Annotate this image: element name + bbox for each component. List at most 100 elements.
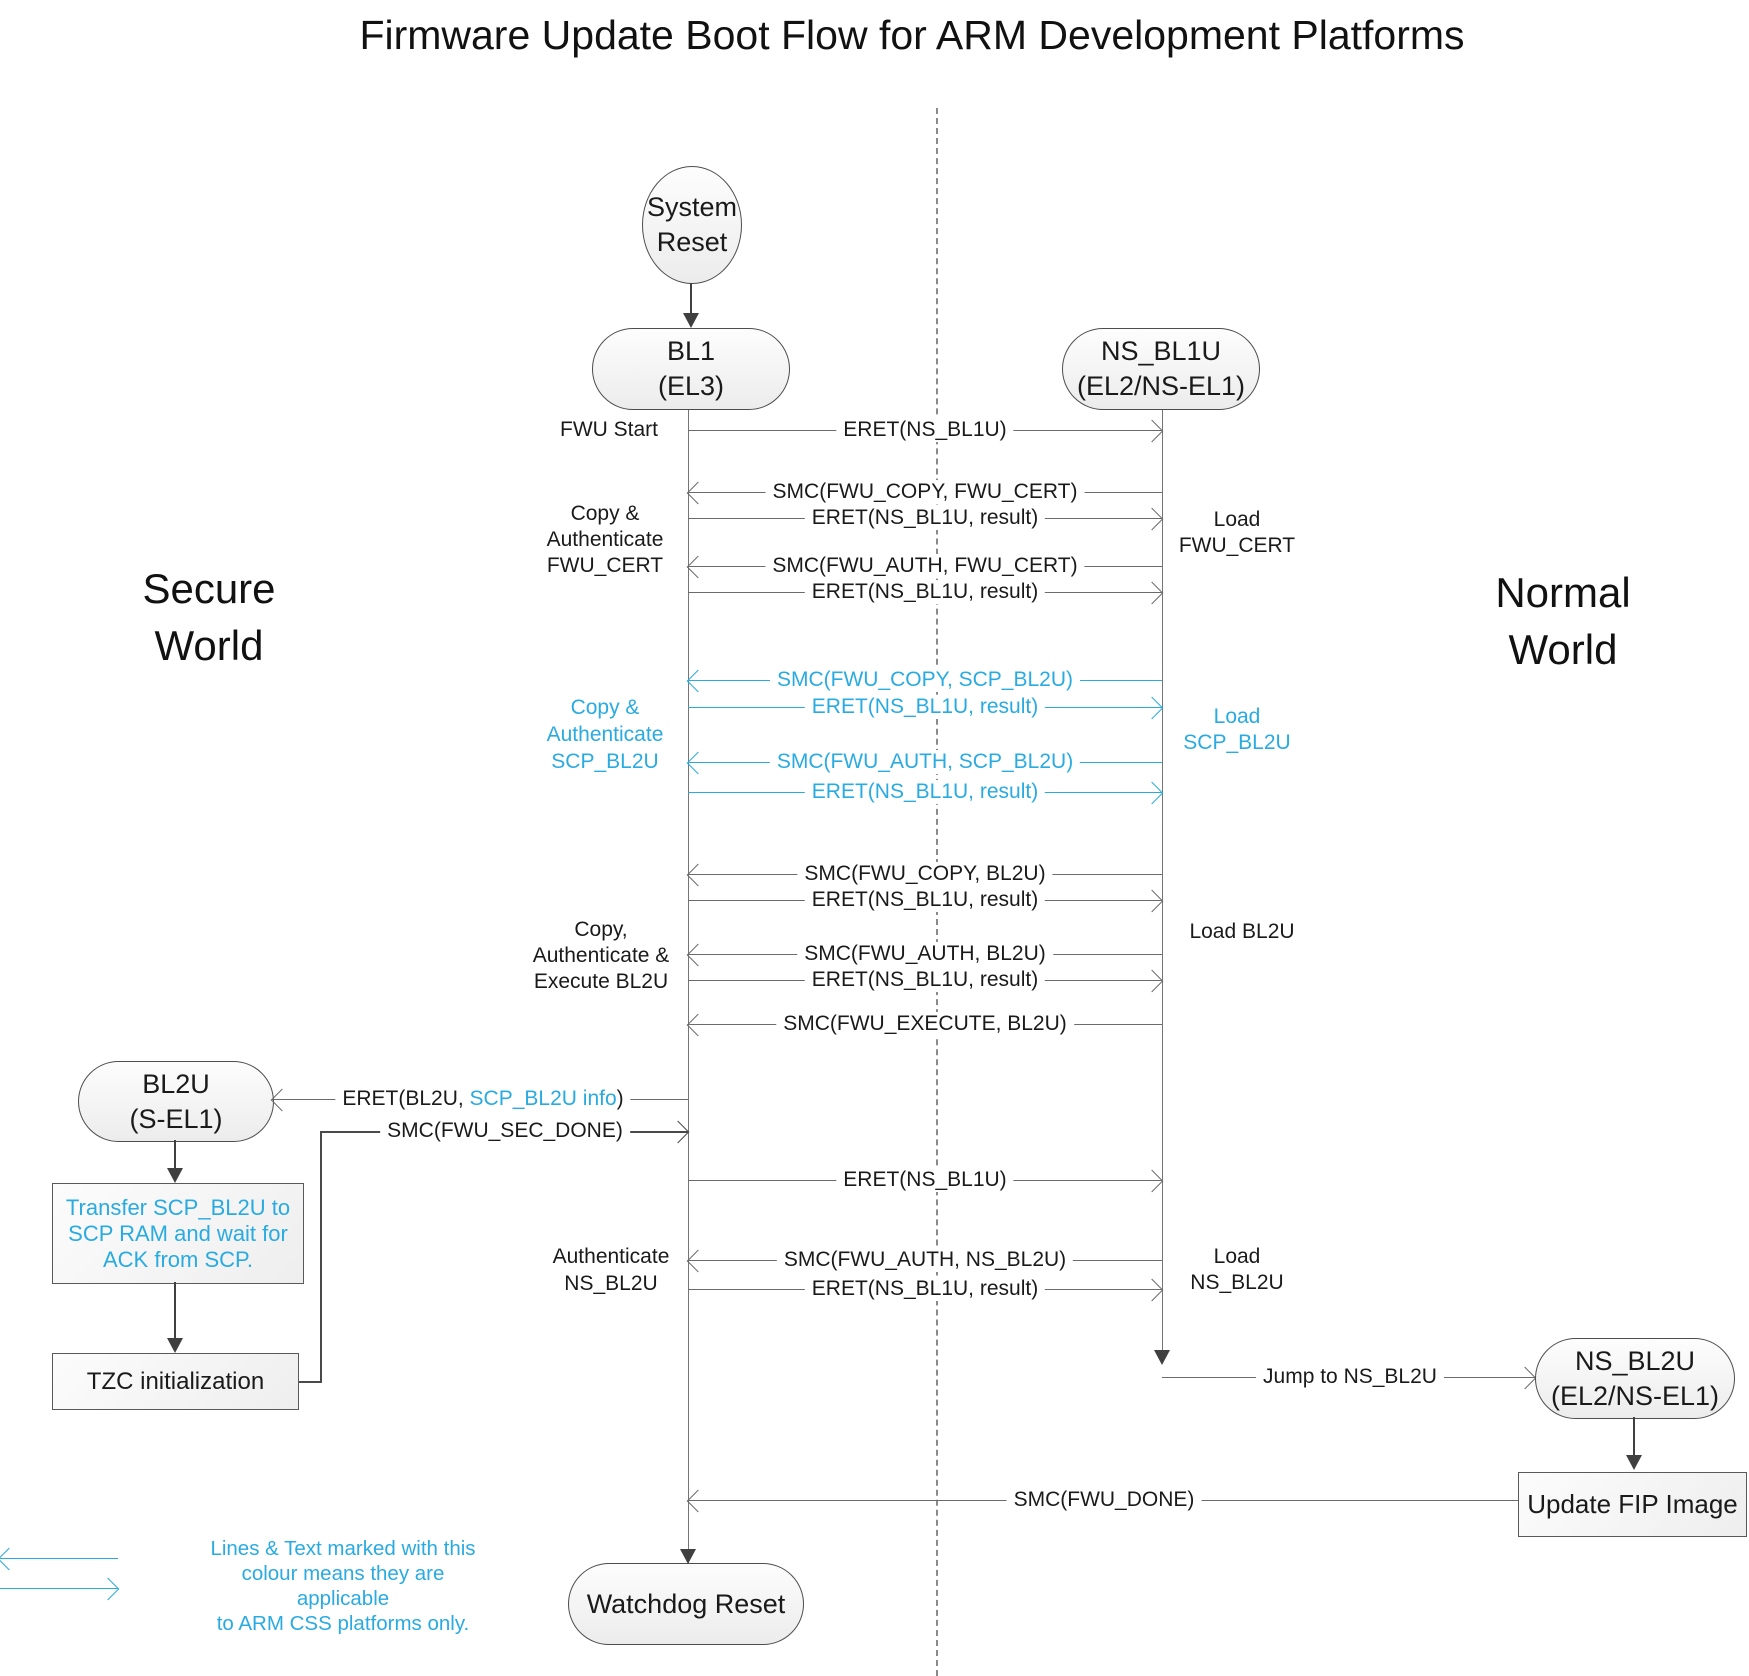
system-reset-line1: System bbox=[646, 192, 738, 222]
msg-label: SMC(FWU_AUTH, FWU_CERT) bbox=[765, 554, 1085, 578]
normal-world-label: Normal World bbox=[1453, 564, 1673, 678]
arrow-right-icon bbox=[1140, 1278, 1164, 1301]
label-copy-auth-scp-bl2u-2: Authenticate bbox=[546, 723, 664, 746]
msg-label: ERET(NS_BL1U, result) bbox=[804, 506, 1046, 530]
msg-label: ERET(NS_BL1U, result) bbox=[804, 888, 1046, 912]
transfer-to-tzc-arrowhead-icon bbox=[167, 1338, 183, 1353]
msg-label: SMC(FWU_SEC_DONE) bbox=[380, 1119, 630, 1143]
arrow-right-icon bbox=[1513, 1366, 1537, 1389]
arrow-right-icon bbox=[666, 1120, 690, 1143]
label-load-ns-bl2u-2: NS_BL2U bbox=[1190, 1271, 1284, 1294]
bl1-to-watchdog-arrowhead-icon bbox=[680, 1549, 696, 1564]
arrow-right-icon bbox=[1140, 1169, 1164, 1192]
bl1-node: BL1 (EL3) bbox=[592, 328, 790, 410]
msg-label: SMC(FWU_AUTH, SCP_BL2U) bbox=[769, 750, 1081, 774]
bl2u-to-transfer-arrow-line bbox=[174, 1140, 176, 1170]
transfer-scp-bl2u-box: Transfer SCP_BL2U to SCP RAM and wait fo… bbox=[52, 1183, 304, 1284]
system-reset-node: System Reset bbox=[642, 166, 742, 284]
label-load-fwu-cert-1: Load bbox=[1213, 508, 1261, 531]
transfer-to-tzc-arrow-line bbox=[174, 1282, 176, 1340]
msg-label: ERET(NS_BL1U, result) bbox=[804, 1277, 1046, 1301]
arrow-right-icon bbox=[96, 1577, 120, 1600]
label-load-fwu-cert-2: FWU_CERT bbox=[1178, 534, 1296, 557]
ns-bl1u-lifeline bbox=[1162, 408, 1163, 1350]
arrow-left-icon bbox=[686, 1249, 710, 1272]
transfer-line2: SCP RAM and wait for bbox=[68, 1220, 288, 1246]
label-copy-auth-exec-bl2u-2: Authenticate & bbox=[532, 944, 670, 967]
normal-world-line1: Normal bbox=[1495, 569, 1631, 616]
arrow-left-icon bbox=[0, 1547, 21, 1570]
legend-line2: colour means they are applicable bbox=[241, 1562, 445, 1610]
smc-sec-done-stub-line bbox=[297, 1381, 322, 1383]
msg-label-eret-bl2u: ERET(BL2U, SCP_BL2U info) bbox=[335, 1087, 631, 1111]
eret-bl2u-post: ) bbox=[616, 1087, 624, 1110]
arrow-left-icon bbox=[686, 555, 710, 578]
label-load-scp-bl2u-2: SCP_BL2U bbox=[1183, 731, 1291, 754]
msg-label: ERET(NS_BL1U) bbox=[836, 418, 1014, 442]
label-copy-auth-exec-bl2u-3: Execute BL2U bbox=[533, 970, 669, 993]
msg-label: SMC(FWU_AUTH, BL2U) bbox=[797, 942, 1053, 966]
ns-bl2u-node: NS_BL2U (EL2/NS-EL1) bbox=[1535, 1338, 1735, 1419]
normal-world-line2: World bbox=[1508, 626, 1618, 673]
msg-label: ERET(NS_BL1U) bbox=[836, 1168, 1014, 1192]
msg-label: SMC(FWU_AUTH, NS_BL2U) bbox=[776, 1248, 1074, 1272]
arrow-left-icon bbox=[686, 751, 710, 774]
label-fwu-start: FWU Start bbox=[560, 418, 658, 441]
bl1-lifeline bbox=[688, 408, 689, 1563]
msg-label: SMC(FWU_DONE) bbox=[1006, 1488, 1202, 1512]
arrow-left-icon bbox=[686, 669, 710, 692]
arrow-right-icon bbox=[1140, 696, 1164, 719]
bl2u-node: BL2U (S-EL1) bbox=[78, 1061, 274, 1142]
bl2u-to-transfer-arrowhead-icon bbox=[167, 1168, 183, 1183]
msg-label: ERET(NS_BL1U, result) bbox=[804, 695, 1046, 719]
secure-world-line2: World bbox=[154, 622, 264, 669]
ns-bl2u-line1: NS_BL2U bbox=[1574, 1345, 1696, 1376]
bl2u-line2: (S-EL1) bbox=[129, 1103, 223, 1134]
system-reset-line2: Reset bbox=[656, 227, 728, 257]
eret-bl2u-pre: ERET(BL2U, bbox=[342, 1087, 470, 1110]
arrow-right-icon bbox=[1140, 419, 1164, 442]
smc-sec-done-vertical-line bbox=[320, 1131, 322, 1381]
label-copy-auth-scp-bl2u-3: SCP_BL2U bbox=[551, 750, 659, 773]
arrow-right-icon bbox=[1140, 781, 1164, 804]
ns-bl1u-node: NS_BL1U (EL2/NS-EL1) bbox=[1062, 328, 1260, 410]
label-load-scp-bl2u-1: Load bbox=[1213, 705, 1261, 728]
label-load-ns-bl2u-1: Load bbox=[1213, 1245, 1261, 1268]
ns-bl1u-line1: NS_BL1U bbox=[1100, 336, 1222, 366]
secure-world-line1: Secure bbox=[142, 565, 276, 612]
label-copy-auth-exec-bl2u-1: Copy, bbox=[574, 918, 628, 941]
bl1-line1: BL1 bbox=[666, 336, 716, 366]
eret-bl2u-blue: SCP_BL2U info bbox=[469, 1087, 617, 1110]
arrow-left-icon bbox=[686, 481, 710, 504]
watchdog-reset-node: Watchdog Reset bbox=[568, 1563, 804, 1645]
update-fip-image-box: Update FIP Image bbox=[1518, 1472, 1747, 1537]
ns-bl1u-lifeline-arrowhead-icon bbox=[1154, 1350, 1170, 1365]
tzc-initialization-box: TZC initialization bbox=[52, 1353, 299, 1410]
bl1-line2: (EL3) bbox=[657, 371, 725, 401]
msg-label: ERET(NS_BL1U, result) bbox=[804, 968, 1046, 992]
label-copy-auth-fwu-cert-1: Copy & bbox=[570, 502, 640, 525]
label-copy-auth-fwu-cert-3: FWU_CERT bbox=[546, 554, 664, 577]
ns-bl1u-line2: (EL2/NS-EL1) bbox=[1076, 371, 1246, 401]
transfer-line1: Transfer SCP_BL2U to bbox=[65, 1194, 291, 1220]
legend-arrow-right-line bbox=[0, 1588, 118, 1589]
msg-label: ERET(NS_BL1U, result) bbox=[804, 580, 1046, 604]
arrow-left-icon bbox=[686, 943, 710, 966]
system-reset-arrowhead-icon bbox=[683, 313, 699, 328]
label-auth-ns-bl2u-1: Authenticate bbox=[552, 1245, 670, 1268]
arrow-left-icon bbox=[686, 863, 710, 886]
ns-bl2u-to-update-fip-arrowhead-icon bbox=[1626, 1455, 1642, 1470]
legend-line3: to ARM CSS platforms only. bbox=[216, 1612, 470, 1635]
arrow-right-icon bbox=[1140, 969, 1164, 992]
arrow-right-icon bbox=[1140, 581, 1164, 604]
arrow-left-icon bbox=[686, 1013, 710, 1036]
page-title: Firmware Update Boot Flow for ARM Develo… bbox=[359, 12, 1465, 58]
transfer-line3: ACK from SCP. bbox=[103, 1246, 253, 1272]
msg-label: SMC(FWU_COPY, FWU_CERT) bbox=[765, 480, 1085, 504]
msg-label: SMC(FWU_COPY, SCP_BL2U) bbox=[769, 668, 1081, 692]
ns-bl2u-line2: (EL2/NS-EL1) bbox=[1550, 1380, 1720, 1411]
ns-bl2u-to-update-fip-arrow-line bbox=[1633, 1417, 1635, 1457]
msg-label: ERET(NS_BL1U, result) bbox=[804, 780, 1046, 804]
watchdog-label: Watchdog Reset bbox=[586, 1588, 786, 1619]
